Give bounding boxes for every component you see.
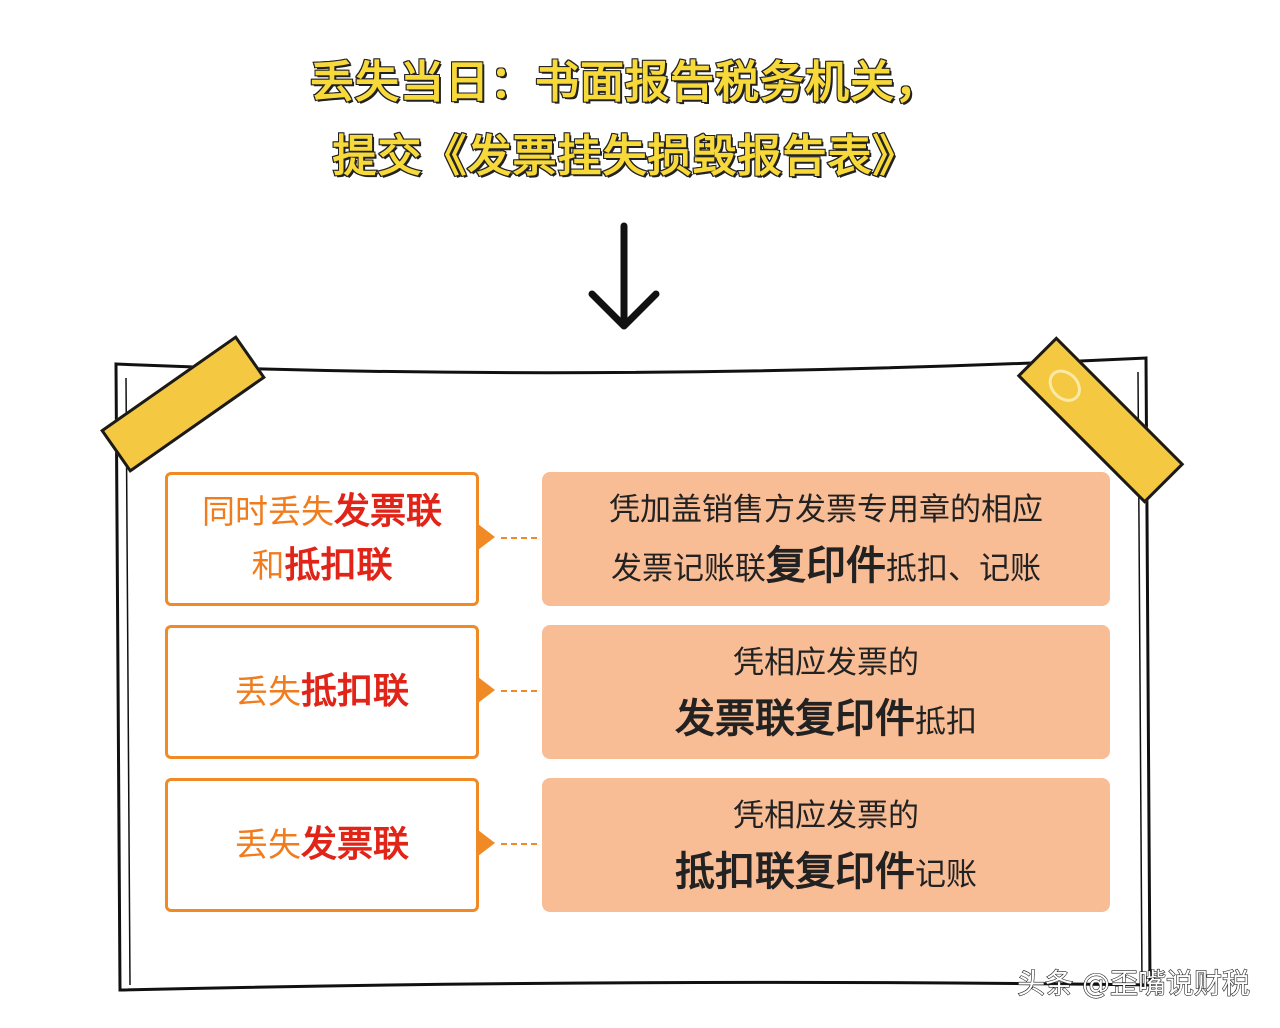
connector-line	[501, 690, 537, 692]
result-text: 抵扣、记账	[886, 550, 1041, 587]
condition-box: 丢失抵扣联	[165, 625, 479, 759]
condition-text: 丢失	[234, 825, 301, 864]
condition-text: 同时丢失	[201, 492, 334, 531]
result-text: 凭相应发票的	[733, 644, 919, 681]
connector-line	[501, 537, 537, 539]
condition-text: 和	[251, 546, 285, 585]
connector-line	[501, 843, 537, 845]
pointer-icon	[478, 524, 495, 550]
title-line-2: 提交《发票挂失损毁报告表》	[332, 130, 918, 183]
condition-text: 丢失	[234, 672, 301, 711]
result-text: 凭加盖销售方发票专用章的相应	[609, 491, 1043, 528]
result-highlight: 抵扣联复印件	[675, 848, 915, 895]
arrow-down-icon	[588, 222, 660, 330]
condition-highlight: 抵扣联	[284, 545, 393, 586]
condition-box: 同时丢失发票联 和抵扣联	[165, 472, 479, 606]
watermark: 头条 @歪嘴说财税	[1016, 966, 1250, 1000]
condition-box: 丢失发票联	[165, 778, 479, 912]
result-box: 凭相应发票的 抵扣联复印件记账	[542, 778, 1110, 912]
pointer-icon	[478, 830, 495, 856]
result-text: 记账	[915, 856, 977, 893]
result-highlight: 发票联复印件	[675, 695, 915, 742]
condition-highlight: 抵扣联	[300, 671, 409, 712]
pointer-icon	[478, 677, 495, 703]
logo-icon	[1042, 363, 1088, 409]
result-box: 凭加盖销售方发票专用章的相应 发票记账联复印件抵扣、记账	[542, 472, 1110, 606]
result-text: 凭相应发票的	[733, 797, 919, 834]
rule-row-1: 同时丢失发票联 和抵扣联 凭加盖销售方发票专用章的相应 发票记账联复印件抵扣、记…	[165, 472, 1115, 606]
title-line-1: 丢失当日：书面报告税务机关，	[309, 56, 940, 109]
result-highlight: 复印件	[766, 542, 886, 589]
result-box: 凭相应发票的 发票联复印件抵扣	[542, 625, 1110, 759]
result-text: 抵扣	[915, 703, 977, 740]
rule-row-2: 丢失抵扣联 凭相应发票的 发票联复印件抵扣	[165, 625, 1115, 759]
condition-highlight: 发票联	[300, 824, 409, 865]
result-text: 发票记账联	[611, 550, 766, 587]
condition-highlight: 发票联	[333, 491, 442, 532]
rule-row-3: 丢失发票联 凭相应发票的 抵扣联复印件记账	[165, 778, 1115, 912]
